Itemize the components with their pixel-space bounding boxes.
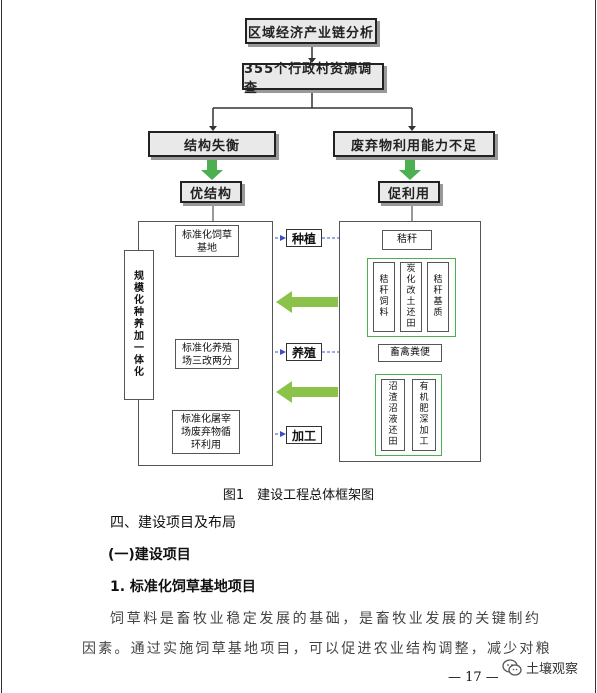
left-item-slaughter: 标准化屠宰 场废弃物循 环利用 [172, 410, 240, 454]
subsection-heading: (一)建设项目 [108, 547, 191, 563]
page-number: — 17 — [448, 670, 499, 685]
paragraph-line-2: 因素。通过实施饲草基地项目，可以促进农业结构调整，减少对粮 [82, 641, 552, 657]
right-small-1: 秸 秆 饲 料 [373, 262, 395, 332]
center-label-planting: 种植 [286, 229, 322, 247]
right-branch-box: 废弃物利用能力不足 [333, 131, 495, 157]
right-margin-line [595, 0, 596, 693]
left-item-breeding: 标准化养殖 场三改两分 [175, 339, 239, 369]
item-heading: 1. 标准化饲草基地项目 [110, 579, 256, 595]
right-bottom-2: 有 机 肥 深 加 工 [412, 379, 436, 451]
left-item-feed-base: 标准化饲草 基地 [175, 225, 239, 257]
figure-caption: 图1 建设工程总体框架图 [222, 488, 375, 503]
right-small-3: 秸 秆 基 质 [427, 262, 449, 332]
left-sub-box: 优结构 [180, 181, 242, 203]
wechat-icon [502, 658, 522, 676]
left-branch-box: 结构失衡 [148, 131, 276, 157]
right-top-box: 秸秆 [382, 230, 432, 250]
center-label-breeding: 养殖 [286, 343, 322, 361]
paragraph-line-1: 饲草料是畜牧业稳定发展的基础，是畜牧业发展的关键制约 [110, 611, 542, 627]
right-bottom-group [375, 374, 442, 456]
right-small-2: 炭 化 改 土 还 田 [400, 262, 422, 332]
right-sub-box: 促利用 [378, 181, 440, 203]
framework-diagram: 区域经济产业链分析 355个行政村资源调查 结构失衡 废弃物利用能力不足 优结构… [124, 18, 495, 466]
left-margin-line [1, 0, 2, 693]
second-box: 355个行政村资源调查 [242, 62, 384, 96]
center-label-processing: 加工 [286, 426, 322, 444]
right-mid-box: 畜禽粪便 [378, 344, 442, 362]
top-box: 区域经济产业链分析 [245, 18, 377, 44]
watermark: 土壤观察 [498, 656, 583, 679]
right-group-box [367, 258, 456, 337]
right-container [339, 221, 481, 462]
vertical-label: 规模化种养加一体化 [134, 271, 144, 378]
right-bottom-1: 沼 渣 沼 液 还 田 [381, 379, 405, 451]
vertical-label-box: 规模化种养加一体化 [124, 250, 154, 400]
section-heading: 四、建设项目及布局 [110, 515, 236, 531]
watermark-label: 土壤观察 [526, 662, 579, 677]
